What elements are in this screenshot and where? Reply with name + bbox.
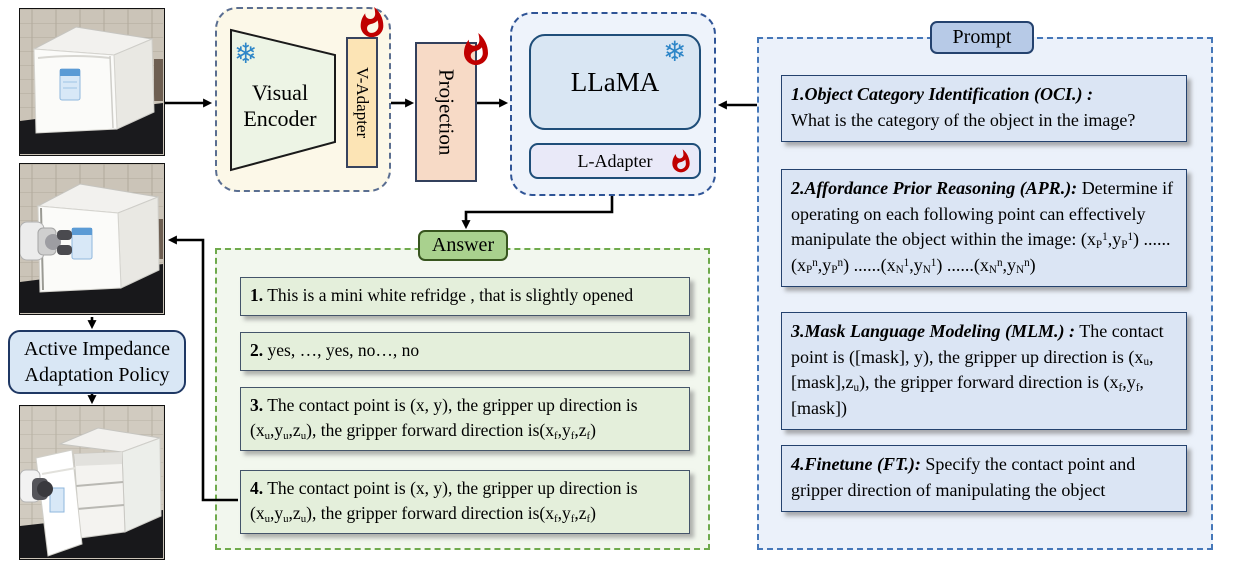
l-adapter-box: L-Adapter (529, 143, 701, 179)
active-impedance-policy-box: Active Impedance Adaptation Policy (8, 330, 186, 394)
prompt-tab: Prompt (930, 21, 1034, 54)
answer-number: 3. (250, 395, 264, 415)
prompt-item-mlm: 3.Mask Language Modeling (MLM.) : The co… (781, 312, 1187, 431)
flame-icon (672, 149, 690, 173)
answer-number: 1. (250, 285, 264, 305)
v-adapter-box: V-Adapter (346, 37, 378, 168)
answer-panel: 1. This is a mini white refridge , that … (215, 248, 710, 550)
flame-icon (360, 6, 384, 38)
visual-encoder-trapezoid (230, 28, 336, 172)
answer-text: The contact point is (x, y), the gripper… (250, 478, 638, 525)
prompt-panel: 1.Object Category Identification (OCI.) … (757, 37, 1213, 550)
gripper-contact-illustration (20, 164, 163, 313)
llama-label: LLaMA (570, 66, 660, 97)
answer-item-2: 2. yes, …, yes, no…, no (240, 332, 690, 371)
arrow-llama-to-answer (461, 196, 614, 230)
projection-label: Projection (434, 68, 459, 156)
prompt-item-body: The contact point is ([mask], y), the gr… (791, 321, 1164, 418)
photo-closed-fridge (19, 8, 165, 156)
answer-tab-label: Answer (431, 234, 495, 256)
flame-icon (464, 33, 488, 65)
v-adapter-label: V-Adapter (353, 66, 372, 139)
l-adapter-label: L-Adapter (577, 150, 653, 171)
answer-number: 4. (250, 478, 264, 498)
answer-item-3: 3. The contact point is (x, y), the grip… (240, 387, 690, 451)
answer-text: This is a mini white refridge , that is … (267, 285, 634, 305)
prompt-item-title: 3.Mask Language Modeling (MLM.) : (791, 321, 1076, 341)
prompt-item-oci: 1.Object Category Identification (OCI.) … (781, 75, 1187, 143)
prompt-tab-label: Prompt (952, 26, 1012, 48)
answer-item-1: 1. This is a mini white refridge , that … (240, 277, 690, 316)
opened-fridge-illustration (20, 406, 163, 558)
visual-encoder-label: Visual Encoder (243, 80, 317, 132)
prompt-item-title: 2.Affordance Prior Reasoning (APR.): (791, 178, 1078, 198)
answer-number: 2. (250, 340, 264, 360)
prompt-item-apr: 2.Affordance Prior Reasoning (APR.): Det… (781, 169, 1187, 288)
answer-tab: Answer (418, 230, 508, 261)
answer-text: yes, …, yes, no…, no (267, 340, 420, 360)
projection-box: Projection (415, 42, 477, 182)
photo-opened-fridge (19, 405, 165, 560)
snowflake-icon: ❄ (663, 35, 687, 68)
prompt-item-body: Determine if operating on each following… (791, 178, 1174, 277)
snowflake-icon: ❄ (234, 37, 258, 70)
prompt-item-title: 4.Finetune (FT.): (791, 454, 921, 474)
prompt-item-body: Specify the contact point and gripper di… (791, 454, 1136, 500)
prompt-item-body: What is the category of the object in th… (791, 109, 1136, 130)
llama-box: LLaMA (529, 34, 701, 130)
policy-label: Active Impedance Adaptation Policy (23, 338, 171, 386)
prompt-item-title: 1.Object Category Identification (OCI.) … (791, 84, 1093, 104)
prompt-item-ft: 4.Finetune (FT.): Specify the contact po… (781, 445, 1187, 513)
answer-text: The contact point is (x, y), the gripper… (250, 395, 638, 442)
answer-item-4: 4. The contact point is (x, y), the grip… (240, 470, 690, 534)
closed-fridge-illustration (20, 9, 163, 154)
photo-gripper-contact-fridge (19, 163, 165, 315)
